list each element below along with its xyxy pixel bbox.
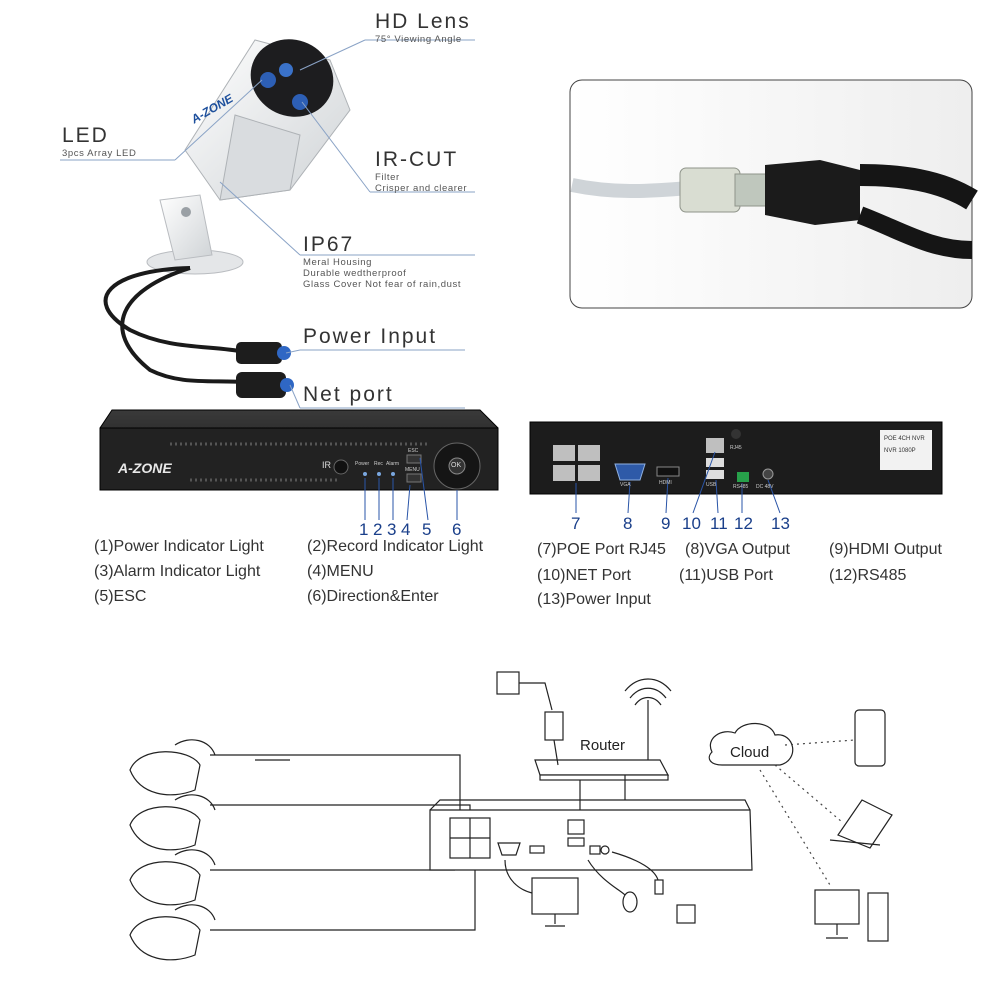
nvr-brand-logo: A-ZONE xyxy=(118,460,172,476)
front-number-4: 4 xyxy=(401,520,411,539)
nvr-rec-label: Rec xyxy=(374,461,383,467)
nvr-alarm-label: Alarm xyxy=(386,461,400,467)
legend-front-4: (4)MENU xyxy=(307,563,374,580)
back-number-8: 8 xyxy=(623,514,633,533)
callout-ip67: IP67 Meral Housing Durable wedtherproof … xyxy=(303,233,461,290)
nvr-front xyxy=(99,409,499,521)
back-number-10: 10 xyxy=(682,514,701,533)
diagram-cameras xyxy=(129,739,216,961)
back-number-9: 9 xyxy=(661,514,671,533)
callout-sub: Durable wedtherproof xyxy=(303,268,407,279)
callout-sub: Meral Housing xyxy=(303,257,373,268)
front-number-1: 1 xyxy=(359,520,369,539)
back-number-13: 13 xyxy=(771,514,790,533)
callout-title: IP67 xyxy=(303,233,355,256)
nvr-back xyxy=(529,421,943,514)
callout-sub: 3pcs Array LED xyxy=(62,148,137,159)
legend-front-2: (2)Record Indicator Light xyxy=(307,538,484,555)
callout-net-port: Net port xyxy=(303,383,394,407)
callout-title: IR-CUT xyxy=(375,148,459,171)
callout-title: Power Input xyxy=(303,325,438,348)
nvr-hdmi-label: HDMI xyxy=(659,480,672,486)
nvr-rj45-label: RJ45 xyxy=(730,445,742,451)
nvr-rs485-label: RS485 xyxy=(733,484,749,490)
cloud-label: Cloud xyxy=(730,744,770,761)
nvr-ir-label: IR xyxy=(322,460,331,470)
back-number-12: 12 xyxy=(734,514,753,533)
rj45-photo xyxy=(569,79,978,309)
nvr-sticker-line1: POE 4CH NVR xyxy=(884,436,925,442)
legend-back-13: (13)Power Input xyxy=(537,591,651,608)
back-number-7: 7 xyxy=(571,514,581,533)
callout-power-input: Power Input xyxy=(303,325,437,349)
callout-hd-lens: HD Lens 75° Viewing Angle xyxy=(375,10,471,45)
callout-title: HD Lens xyxy=(375,10,471,33)
nvr-usb-label: USB xyxy=(706,482,717,488)
front-number-3: 3 xyxy=(387,520,397,539)
connection-diagram xyxy=(129,671,893,961)
nvr-menu-label: MENU xyxy=(405,467,420,473)
legend-front-6: (6)Direction&Enter xyxy=(307,588,439,605)
nvr-power-label: Power xyxy=(355,461,370,467)
callout-lines xyxy=(60,39,475,409)
callout-title: LED xyxy=(62,124,109,147)
nvr-ok-label: OK xyxy=(451,462,462,469)
router-label: Router xyxy=(580,737,626,754)
nvr-esc-label: ESC xyxy=(408,448,419,454)
legend-front-5: (5)ESC xyxy=(94,588,147,605)
legend-back-7: (7)POE Port RJ45 xyxy=(537,541,666,558)
legend-back-10: (10)NET Port xyxy=(537,567,631,584)
front-number-6: 6 xyxy=(452,520,462,539)
legend-back-8: (8)VGA Output xyxy=(685,541,790,558)
callout-ir-cut: IR-CUT Filter Crisper and clearer xyxy=(375,148,467,194)
nvr-vga-label: VGA xyxy=(620,482,631,488)
callout-sub: Crisper and clearer xyxy=(375,183,468,194)
back-number-11: 11 xyxy=(710,514,728,533)
nvr-dc-label: DC 48V xyxy=(756,484,774,490)
callout-led: LED 3pcs Array LED xyxy=(62,124,136,159)
callout-sub: 75° Viewing Angle xyxy=(375,34,462,45)
legend-front-3: (3)Alarm Indicator Light xyxy=(94,563,261,580)
legend-back-12: (12)RS485 xyxy=(829,567,907,584)
nvr-sticker-line2: NVR 1080P xyxy=(884,448,916,454)
callout-sub: Filter xyxy=(375,172,400,183)
callout-sub: Glass Cover Not fear of rain,dust xyxy=(303,279,462,290)
legend-back-11: (11)USB Port xyxy=(679,567,773,584)
camera-illustration: A-ZONE xyxy=(103,39,351,398)
legend-back-9: (9)HDMI Output xyxy=(829,541,942,558)
legend-front-1: (1)Power Indicator Light xyxy=(94,538,264,555)
front-number-5: 5 xyxy=(422,520,432,539)
front-number-2: 2 xyxy=(373,520,383,539)
callout-title: Net port xyxy=(303,383,394,406)
